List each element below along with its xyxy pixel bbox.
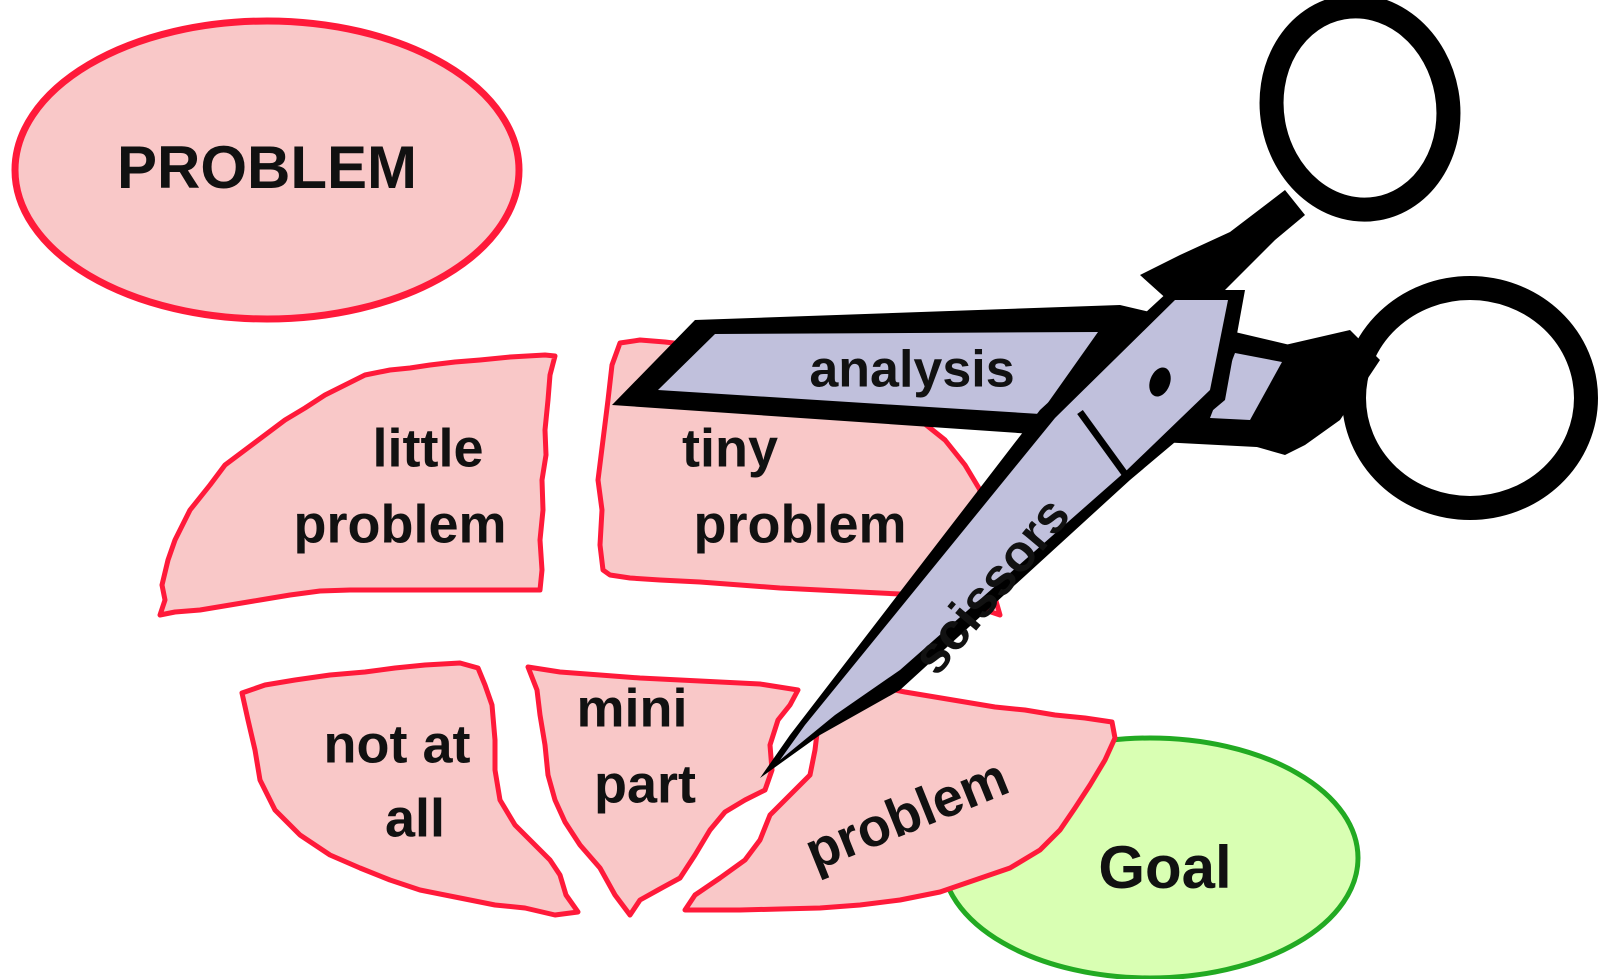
scissors-blade-divider <box>1077 409 1128 477</box>
piece-not-at-all-line2: all <box>385 788 445 848</box>
scissors-illustration: analysis scissors <box>612 0 1598 778</box>
scissors-lower-handle <box>1342 276 1598 520</box>
piece-mini-line2: part <box>594 754 696 814</box>
scissors-pivot-icon <box>1149 367 1171 397</box>
piece-mini-line1: mini <box>576 678 687 738</box>
scissors-lower-blade <box>780 300 1228 760</box>
piece-not-at-all-line1: not at <box>324 714 471 774</box>
scissors-upper-tang <box>1210 353 1282 420</box>
goal-label: Goal <box>1098 834 1231 901</box>
problem-label: PROBLEM <box>117 134 417 201</box>
piece-mini-part: mini part <box>525 664 801 918</box>
piece-problem-shape <box>682 683 1118 913</box>
scissors-upper-handle <box>1259 0 1461 222</box>
piece-not-at-all: not at all <box>239 660 581 918</box>
scissors-upper-neck <box>1140 190 1305 320</box>
scissors-upper-blade <box>658 332 1098 414</box>
piece-tiny-line1: tiny <box>682 418 778 478</box>
piece-little-line1: little <box>372 418 483 478</box>
problem-ellipse <box>11 17 523 323</box>
piece-mini-part-shape <box>525 664 801 918</box>
piece-tiny-line2: problem <box>693 494 906 554</box>
problem-node: PROBLEM <box>11 17 523 323</box>
piece-problem: problem <box>682 683 1118 913</box>
scissors-upper-blade-label: analysis <box>809 341 1014 399</box>
piece-little-line2: problem <box>293 494 506 554</box>
piece-little-problem: little problem <box>157 352 558 618</box>
piece-not-at-all-shape <box>239 660 581 918</box>
piece-little-shape <box>157 352 558 618</box>
